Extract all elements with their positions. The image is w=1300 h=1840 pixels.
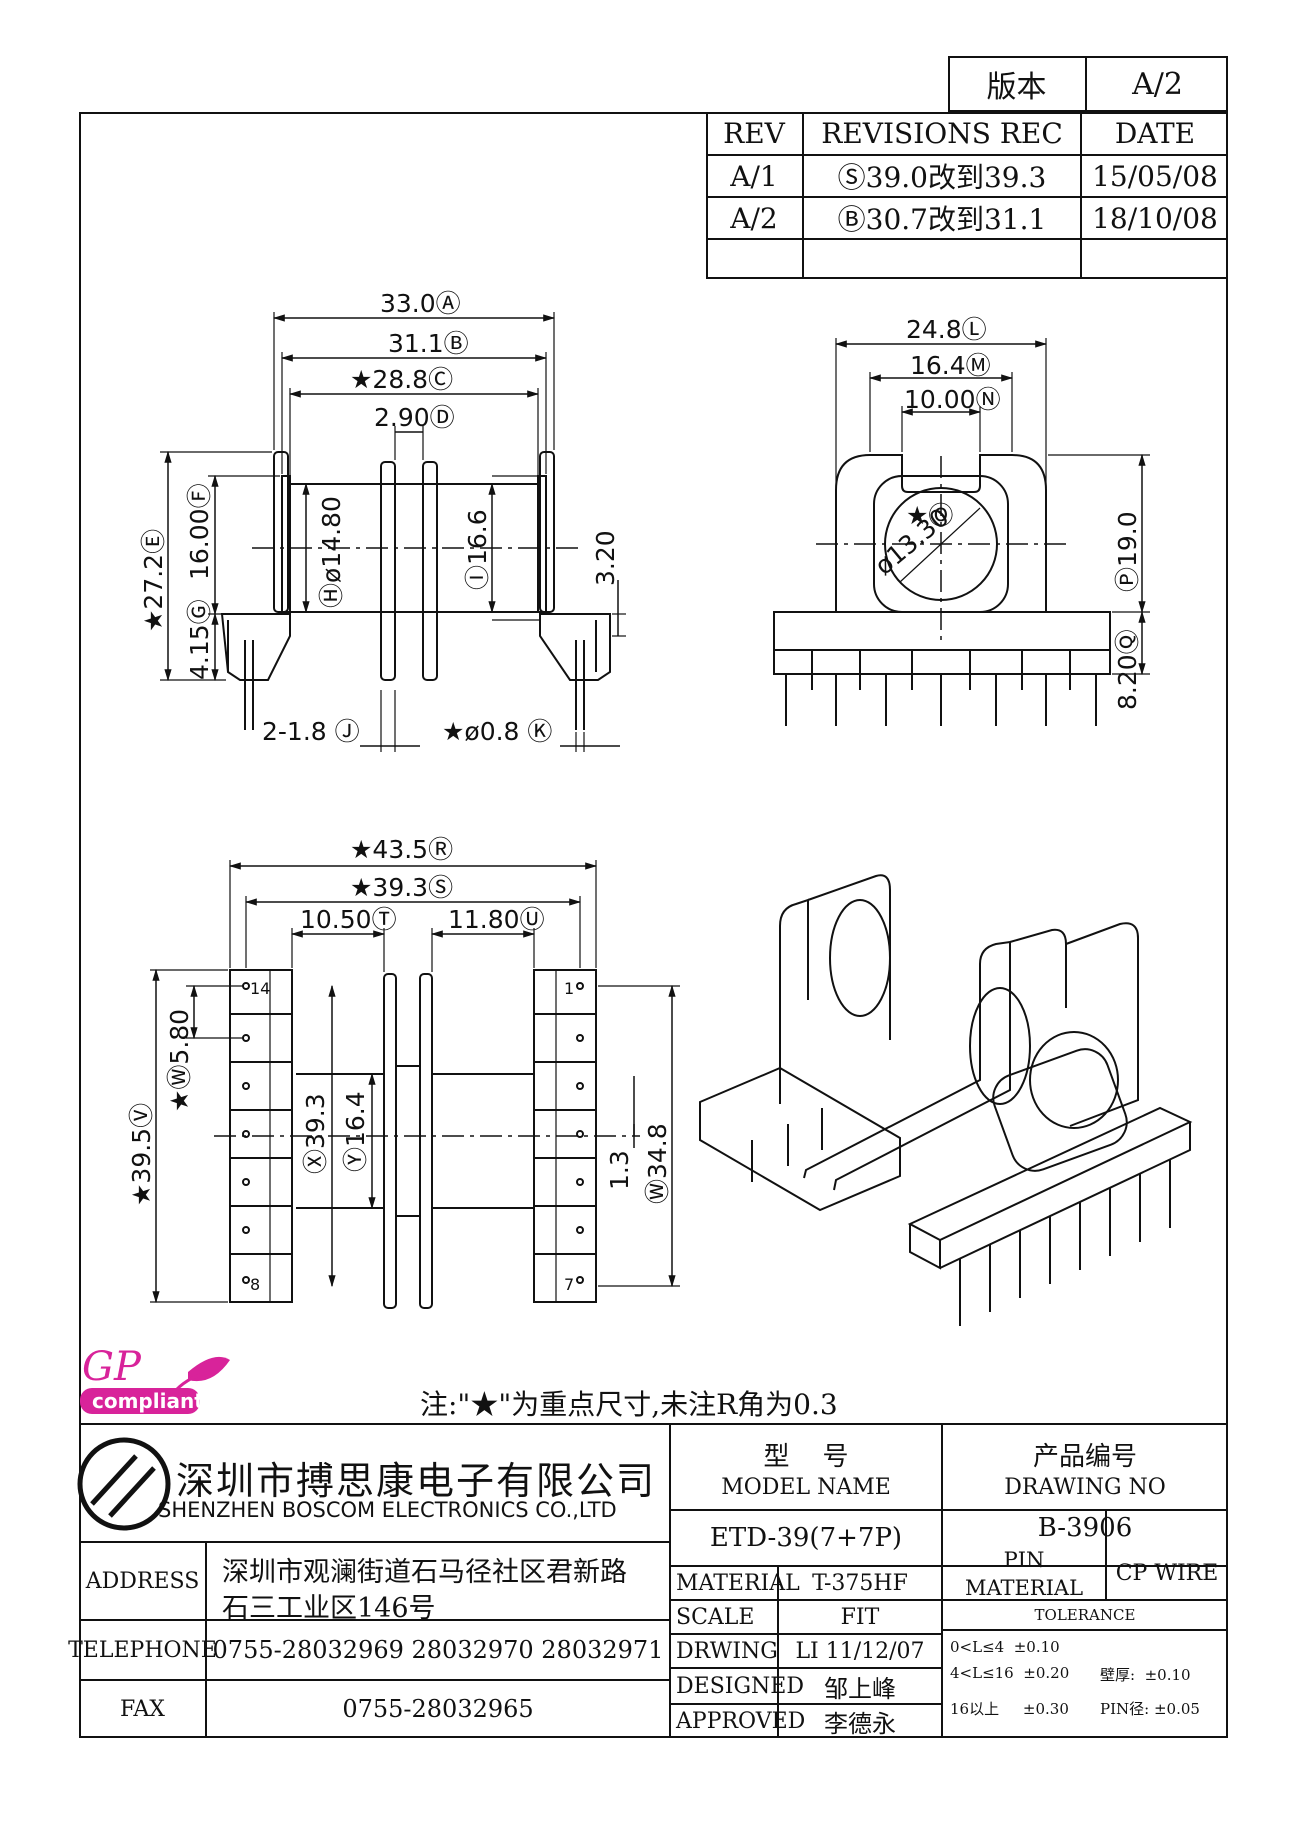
title-block-lines	[79, 1423, 1228, 1738]
address-label: ADDRESS	[85, 1568, 200, 1594]
dim-J: 2-1.8 Ⓙ	[262, 717, 360, 746]
model-name-en: MODEL NAME	[721, 1474, 891, 1500]
scale-value: FIT	[840, 1604, 880, 1630]
designed-label: DESIGNED	[676, 1673, 804, 1699]
tolerance-row-1: 0<L≤4 ±0.10	[950, 1638, 1060, 1656]
rev-col-line-2	[1080, 112, 1082, 279]
scale-label: SCALE	[676, 1604, 755, 1630]
approved-label: APPROVED	[676, 1708, 806, 1734]
dim-Y: Ⓨ16.4	[341, 1091, 370, 1172]
rev-col-line-1	[802, 112, 804, 279]
approved-value: 李德永	[824, 1709, 896, 1738]
rev-row-2-date: 18/10/08	[1092, 201, 1218, 235]
dimension-labels: 33.0Ⓐ 31.1Ⓑ ★28.8Ⓒ 2.90Ⓓ ★27.2Ⓔ 16.00Ⓕ 4…	[127, 289, 1142, 1294]
gp-compliant-logo	[80, 1356, 230, 1414]
company-name-en: SHENZHEN BOSCOM ELECTRONICS CO.,LTD	[158, 1498, 617, 1522]
model-name-value: ETD-39(7+7P)	[709, 1523, 903, 1553]
rev-row-1-date: 15/05/08	[1092, 159, 1218, 193]
material-label: MATERIAL	[676, 1570, 800, 1596]
dim-Q: 8.20Ⓠ	[1113, 629, 1142, 710]
rev-row-line-2	[706, 196, 1228, 198]
revisions-table	[706, 112, 1228, 279]
rev-row-2-rec: Ⓑ30.7改到31.1	[837, 203, 1047, 236]
dim-O: ★Ⓞ	[906, 501, 953, 530]
version-box-divider	[1085, 56, 1087, 112]
rev-row-2-rev: A/2	[730, 201, 778, 235]
dim-K: ★ø0.8 Ⓚ	[442, 717, 552, 746]
telephone-value: 0755-28032969 28032970 28032971	[212, 1636, 664, 1664]
version-label: 版本	[986, 70, 1047, 105]
pin-label-1: 1	[564, 979, 574, 998]
pin-material-label-2: MATERIAL	[964, 1576, 1084, 1600]
version-value: A/2	[1132, 66, 1183, 102]
dim-U: 11.80Ⓤ	[448, 905, 545, 934]
dim-W: ★Ⓦ5.80	[165, 1009, 194, 1112]
pin-label-8: 8	[250, 1275, 260, 1294]
dim-E: ★27.2Ⓔ	[139, 529, 168, 632]
address-line-1: 深圳市观澜街道石马径社区君新路	[222, 1557, 627, 1588]
gp-logo-text: GP	[82, 1344, 142, 1390]
dim-X: Ⓧ39.3	[301, 1093, 330, 1174]
dim-side-320: 3.20	[591, 530, 620, 586]
fax-value: 0755-28032965	[342, 1695, 534, 1723]
version-box	[948, 56, 1228, 112]
dim-G: 4.15Ⓖ	[185, 599, 214, 680]
rev-row-line-1	[706, 154, 1228, 156]
rev-row-1-rec: Ⓢ39.0改到39.3	[837, 161, 1047, 194]
dim-R: ★43.5Ⓡ	[350, 835, 453, 864]
drwing-value: LI 11/12/07	[795, 1638, 925, 1664]
dim-V: ★39.5Ⓥ	[127, 1103, 156, 1206]
pin-diameter-tolerance: PIN径: ±0.05	[1100, 1700, 1200, 1718]
side-view	[773, 338, 1150, 726]
rev-header: REV	[723, 116, 785, 150]
rev-row-1-rev: A/1	[730, 159, 778, 193]
model-name-cn: 型 号	[763, 1441, 849, 1472]
tolerance-label: TOLERANCE	[1034, 1606, 1136, 1624]
telephone-label: TELEPHONE	[68, 1637, 217, 1663]
dim-S: ★39.3Ⓢ	[350, 873, 453, 902]
pin-material-value: CP WIRE	[1115, 1560, 1219, 1586]
company-name-cn: 深圳市搏思康电子有限公司	[176, 1459, 657, 1503]
front-view	[160, 312, 626, 752]
drawing-no-en: DRAWING NO	[1004, 1474, 1166, 1500]
drawing-no-value: B-3906	[1037, 1513, 1133, 1543]
date-header: DATE	[1114, 116, 1196, 150]
pin-label-14: 14	[250, 979, 270, 998]
rev-row-line-3	[706, 238, 1228, 240]
dim-H: Ⓗø14.80	[317, 496, 346, 608]
drwing-label: DRWING	[676, 1638, 778, 1664]
dim-F: 16.00Ⓕ	[185, 483, 214, 580]
drawing-no-cn: 产品编号	[1032, 1441, 1137, 1472]
dim-I: Ⓘ16.6	[463, 509, 492, 590]
pin-label-7: 7	[564, 1275, 574, 1294]
pin-material-label-1: PIN	[1003, 1548, 1045, 1572]
dim-M: 16.4Ⓜ	[910, 351, 991, 380]
dim-A: 33.0Ⓐ	[380, 289, 461, 318]
company-logo-icon	[77, 1437, 171, 1531]
fax-label: FAX	[120, 1696, 165, 1722]
drawing-frame	[79, 112, 1228, 1738]
wall-thickness-tolerance: 壁厚: ±0.10	[1100, 1666, 1191, 1684]
bottom-view	[150, 860, 680, 1309]
dim-N: 10.00Ⓝ	[904, 385, 1001, 414]
drawing-note: 注:"★"为重点尺寸,未注R角为0.3	[420, 1388, 838, 1421]
dim-side-13: 1.3	[605, 1150, 634, 1190]
designed-value: 邹上峰	[824, 1674, 896, 1703]
tolerance-row-2: 4<L≤16 ±0.20	[950, 1664, 1070, 1682]
gp-logo-compliant: compliant	[92, 1389, 204, 1413]
dim-L: 24.8Ⓛ	[906, 315, 987, 344]
dim-W1: Ⓦ34.8	[643, 1123, 672, 1204]
tolerance-row-3: 16以上 ±0.30	[950, 1700, 1069, 1718]
dim-D: 2.90Ⓓ	[374, 403, 455, 432]
dim-C: ★28.8Ⓒ	[350, 365, 453, 394]
isometric-view	[699, 874, 1193, 1326]
address-line-2: 石三工业区146号	[222, 1593, 436, 1624]
material-value: T-375HF	[812, 1570, 908, 1596]
dim-B: 31.1Ⓑ	[388, 329, 469, 358]
rec-header: REVISIONS REC	[821, 116, 1063, 150]
dim-P: Ⓟ19.0	[1113, 511, 1142, 592]
dim-T: 10.50Ⓣ	[300, 905, 397, 934]
